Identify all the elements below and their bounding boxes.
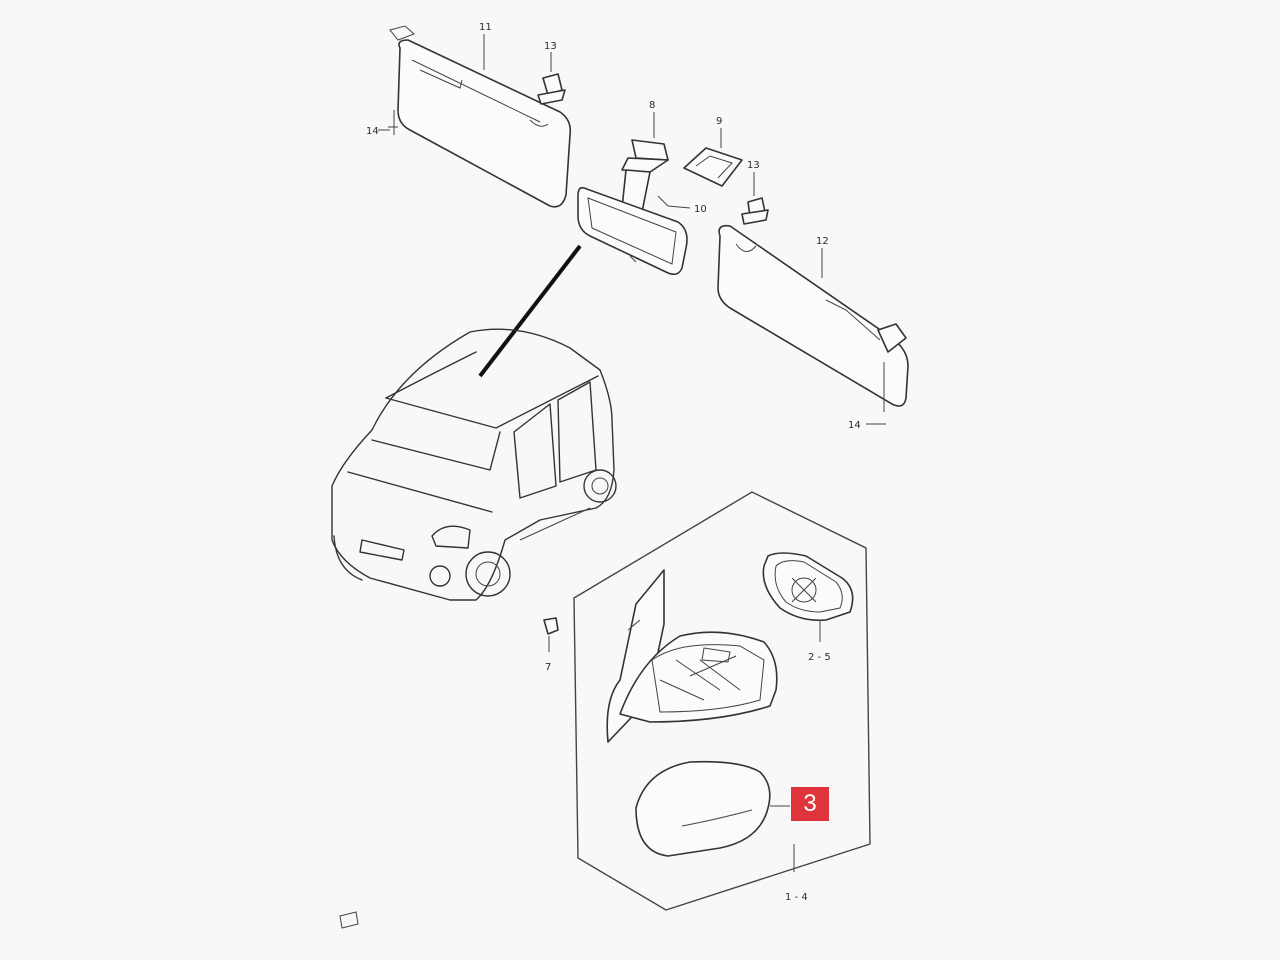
outside-mirror-assembly-frame [573,491,871,911]
callout-14c: 1 - 4 [785,892,808,903]
mirror-cover [683,147,743,187]
mirror-screw [657,195,669,207]
callout-10: 10 [694,204,707,215]
callout-7: 7 [545,662,551,673]
corner-mark [339,911,359,929]
rear-view-mirror [577,186,688,276]
mounting-bolt [543,617,559,635]
visor-clip-upper [537,73,566,105]
callout-14a: 14 [366,126,379,137]
sun-visor-right [717,224,909,412]
callout-14b: 14 [848,420,861,431]
leader-10 [667,205,691,209]
callout-9: 9 [716,116,722,127]
sun-visor-left [388,25,572,208]
highlight-badge: 3 [791,787,829,821]
callout-25: 2 - 5 [808,652,831,663]
callout-13b: 13 [747,160,760,171]
visor-clip-lower [741,197,769,225]
outside-mirror-glass [762,552,854,622]
callout-12: 12 [816,236,829,247]
mirror-pointer-line [478,244,582,378]
mirror-mount-bracket [621,139,669,213]
callout-11: 11 [479,22,492,33]
callout-13a: 13 [544,41,557,52]
car-illustration [331,328,617,601]
outside-mirror-housing [606,569,778,743]
outside-mirror-cover [635,760,771,857]
callout-8: 8 [649,100,655,111]
